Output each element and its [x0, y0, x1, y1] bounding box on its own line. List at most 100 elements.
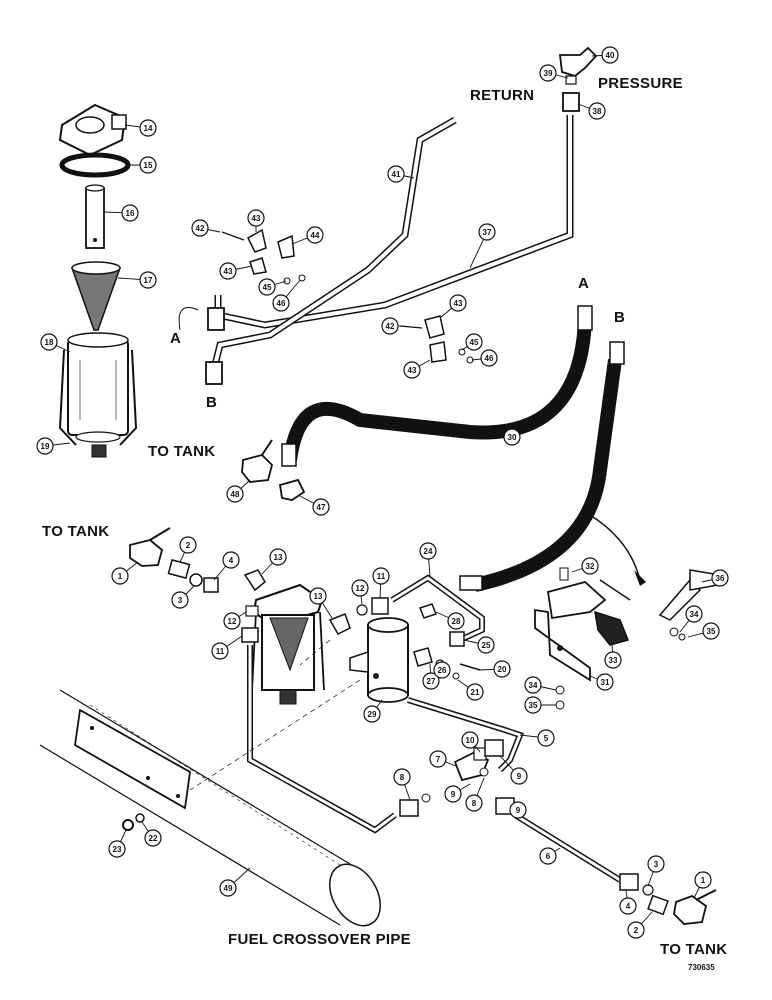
label-fuel-crossover-pipe: FUEL CROSSOVER PIPE: [228, 931, 411, 948]
nut-11-left: [241, 627, 259, 643]
drain-plug-19: [91, 444, 107, 458]
callout-number: 13: [314, 592, 323, 601]
callout-bubble: [121, 204, 139, 222]
callout-44: 44: [291, 226, 324, 245]
callout-bubble: [312, 498, 330, 516]
callout-number: 12: [228, 617, 237, 626]
label-to-tank-bottom: TO TANK: [660, 941, 727, 958]
callout-number: 7: [436, 755, 441, 764]
callout-bubble: [627, 921, 645, 939]
callout-bubble: [596, 673, 614, 691]
callout-number: 11: [377, 572, 386, 581]
clamp-assembly-upper: [221, 228, 306, 285]
callout-number: 9: [516, 806, 521, 815]
callout-bubble: [219, 879, 237, 897]
callout-bubble: [685, 605, 703, 623]
nut-34: [555, 685, 565, 695]
callout-29: 29: [363, 699, 383, 723]
callout-45: 45: [461, 333, 483, 351]
elbow-13-top: [243, 569, 266, 592]
callout-bubble: [381, 317, 399, 335]
callout-39: 39: [539, 64, 569, 82]
callout-number: 43: [454, 299, 463, 308]
callout-number: 4: [626, 902, 631, 911]
callout-bubble: [465, 794, 483, 812]
callout-number: 20: [498, 665, 507, 674]
label-hose-b-right: B: [614, 309, 625, 326]
callout-3: 3: [647, 855, 665, 887]
callout-25: 25: [463, 636, 495, 654]
callout-20: 20: [479, 660, 511, 678]
callout-43: 43: [403, 359, 431, 379]
callout-number: 34: [690, 610, 699, 619]
callout-19: 19: [36, 437, 71, 455]
callout-bubble: [539, 847, 557, 865]
callout-bubble: [171, 591, 189, 609]
callout-46: 46: [272, 279, 301, 312]
callout-bubble: [509, 801, 527, 819]
clamp-36-detail: [658, 569, 721, 641]
callout-21: 21: [457, 679, 484, 701]
callout-number: 9: [451, 790, 456, 799]
callout-number: 1: [118, 572, 123, 581]
callout-bubble: [144, 829, 162, 847]
callout-3: 3: [171, 585, 195, 609]
mounting-plate: [74, 708, 191, 810]
filter-canister-29: [349, 617, 409, 703]
callout-bubble: [449, 294, 467, 312]
callout-number: 31: [601, 678, 610, 687]
callout-number: 18: [45, 338, 54, 347]
callout-37: 37: [469, 223, 496, 269]
to-tank-valve-bottom: [619, 873, 717, 925]
callout-bubble: [588, 102, 606, 120]
callout-2: 2: [179, 536, 197, 563]
callout-number: 36: [716, 574, 725, 583]
callout-bubble: [139, 119, 157, 137]
nut-11-right: [371, 597, 389, 615]
callout-number: 45: [263, 283, 272, 292]
callout-number: 30: [508, 433, 517, 442]
callout-bubble: [393, 768, 411, 786]
callout-number: 42: [386, 322, 395, 331]
callout-number: 11: [216, 647, 225, 656]
callout-number: 40: [606, 51, 615, 60]
callout-number: 15: [144, 161, 153, 170]
callout-bubble: [524, 696, 542, 714]
callout-bubble: [139, 156, 157, 174]
fitting-12-right: [356, 604, 368, 616]
callout-bubble: [503, 428, 521, 446]
callout-bubble: [604, 651, 622, 669]
callout-number: 1: [701, 876, 706, 885]
callout-number: 48: [231, 490, 240, 499]
callout-layer: 4039381415161718194137424344434546424345…: [36, 46, 729, 939]
callout-bubble: [258, 278, 276, 296]
callout-14: 14: [124, 119, 157, 137]
nut-23: [122, 819, 134, 831]
callout-36: 36: [701, 569, 729, 587]
detail-arrow: [589, 514, 641, 581]
callout-number: 4: [229, 556, 234, 565]
label-hose-a-left: A: [170, 330, 181, 347]
callout-bubble: [363, 705, 381, 723]
callout-45: 45: [258, 278, 287, 296]
callout-13: 13: [309, 587, 333, 619]
callout-number: 23: [113, 845, 122, 854]
callout-number: 10: [466, 736, 475, 745]
callout-number: 2: [634, 926, 639, 935]
callout-number: 2: [186, 541, 191, 550]
callout-6: 6: [539, 847, 561, 865]
callout-bubble: [461, 731, 479, 749]
callout-number: 22: [149, 834, 158, 843]
callout-33: 33: [604, 643, 622, 669]
hose-30-upper: [281, 305, 593, 467]
callout-9: 9: [509, 801, 527, 819]
label-pressure: PRESSURE: [598, 75, 683, 92]
callout-number: 8: [472, 799, 477, 808]
callout-bubble: [419, 542, 437, 560]
callout-number: 17: [144, 276, 153, 285]
callout-49: 49: [219, 867, 251, 897]
callout-number: 27: [427, 677, 436, 686]
callout-38: 38: [577, 102, 606, 120]
callout-number: 46: [277, 299, 286, 308]
label-drawing-number: 730635: [688, 963, 715, 972]
